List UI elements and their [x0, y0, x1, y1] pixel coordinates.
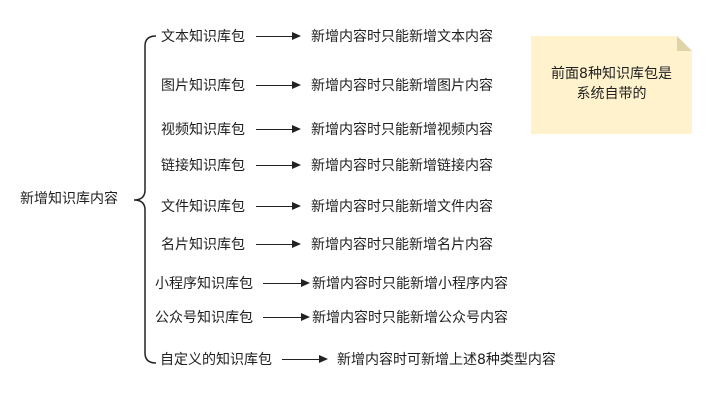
description-node: 新增内容时只能新增图片内容 — [311, 78, 493, 94]
note-line: 系统自带的 — [576, 86, 647, 102]
package-node-custom: 自定义的知识库包 — [160, 352, 272, 368]
package-node-card: 名片知识库包 — [161, 237, 245, 253]
description-node: 新增内容时可新增上述8种类型内容 — [337, 352, 556, 368]
arrow — [263, 278, 310, 287]
package-node-link: 链接知识库包 — [161, 158, 245, 174]
arrow — [282, 354, 328, 363]
package-node-image: 图片知识库包 — [161, 78, 245, 94]
package-node-file: 文件知识库包 — [161, 199, 245, 215]
description-node: 新增内容时只能新增公众号内容 — [312, 310, 508, 326]
arrow — [256, 201, 301, 210]
note-text: 前面8种知识库包是 系统自带的 — [531, 64, 692, 104]
description-node: 新增内容时只能新增链接内容 — [311, 158, 493, 174]
package-node-miniprogram: 小程序知识库包 — [155, 276, 253, 292]
note-shape — [531, 36, 692, 134]
arrow — [256, 160, 301, 169]
description-node: 新增内容时只能新增文本内容 — [311, 29, 493, 45]
package-node-text: 文本知识库包 — [161, 29, 245, 45]
description-node: 新增内容时只能新增小程序内容 — [312, 276, 508, 292]
description-node: 新增内容时只能新增视频内容 — [311, 122, 493, 138]
root-node: 新增知识库内容 — [20, 191, 118, 207]
description-node: 新增内容时只能新增文件内容 — [311, 199, 493, 215]
arrow — [256, 31, 301, 40]
package-node-official-account: 公众号知识库包 — [155, 310, 253, 326]
note-line: 前面8种知识库包是 — [551, 66, 672, 82]
description-node: 新增内容时只能新增名片内容 — [311, 237, 493, 253]
arrow — [256, 239, 301, 248]
arrow — [256, 124, 301, 133]
package-node-video: 视频知识库包 — [161, 122, 245, 138]
arrow — [256, 80, 301, 89]
arrow — [263, 312, 310, 321]
